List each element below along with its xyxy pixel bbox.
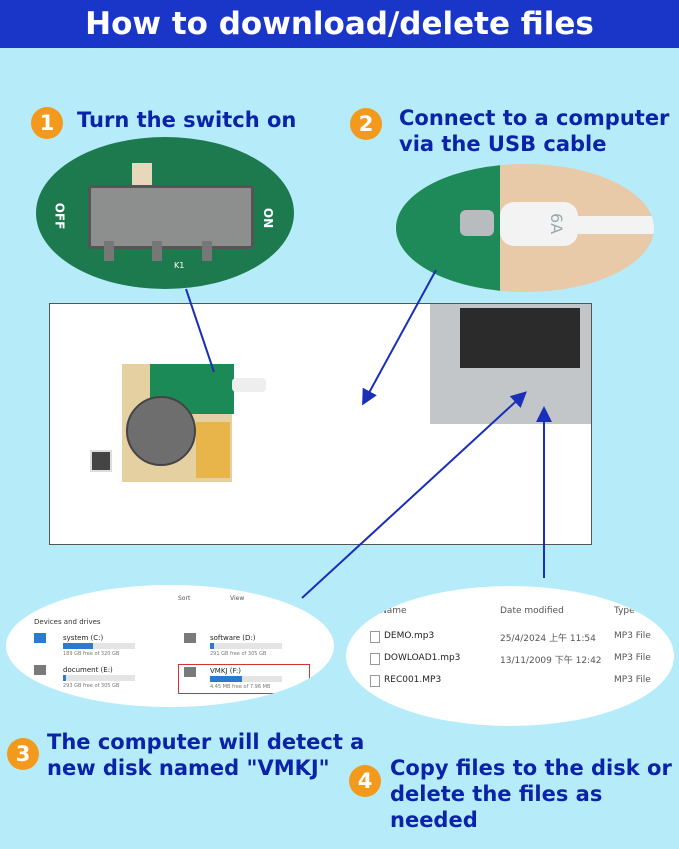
drive-d-name: software (D:) [210,634,256,642]
usb-amp-label: 6A [547,212,567,235]
drive-icon [34,665,46,675]
file-type: MP3 File [614,631,651,641]
file-name: DOWLOAD1.mp3 [384,653,461,663]
step-3-line2: new disk named "VMKJ" [47,756,330,780]
file-list-screenshot: Name Date modified Type DEMO.mp3 25/4/20… [346,586,674,726]
step-3-line1: The computer will detect a [47,730,365,754]
switch-pin [104,241,114,261]
drive-c-bar [63,643,135,649]
devices-section-label: Devices and drives [34,618,101,626]
switch-closeup-photo: OFF ON K1 [36,137,294,289]
type-column-header: Type [614,606,635,616]
step-3-badge: 3 [7,738,39,770]
speaker [126,396,196,466]
switch-knob [132,163,152,189]
file-name: DEMO.mp3 [384,631,435,641]
drive-f-free: 4.45 MB free of 7.96 MB [210,684,271,690]
page-title: How to download/delete files [0,0,679,48]
laptop-keyboard [460,308,580,368]
step-2-line1: Connect to a computer [399,106,670,130]
usb-cable [578,216,654,234]
step-4-text: Copy files to the disk or delete the fil… [390,755,679,833]
off-label: OFF [52,202,67,230]
step-3-text: The computer will detect a new disk name… [47,729,364,781]
drive-icon [184,667,196,677]
step-1-text: Turn the switch on [77,108,297,132]
file-type: MP3 File [614,675,651,685]
file-type: MP3 File [614,653,651,663]
mp3-file-icon [370,675,380,687]
drive-e-name: document (E:) [63,666,113,674]
drive-e-bar [63,675,135,681]
explorer-drives-screenshot: Sort View Devices and drives system (C:)… [6,585,334,707]
vmkj-highlight-box [178,664,310,694]
step-4-line1: Copy files to the disk or [390,756,672,780]
drive-d-free: 291 GB free of 305 GB [210,651,267,657]
drive-icon [184,633,196,643]
drive-c-name: system (C:) [63,634,104,642]
file-date: 25/4/2024 上午 11:54 [500,634,596,644]
step-4-line2: delete the files as needed [390,782,603,832]
drive-f-name: VMKJ (F:) [210,667,242,675]
sort-button: Sort [178,595,191,602]
date-column-header: Date modified [500,606,564,616]
mp3-file-icon [370,631,380,643]
drive-e-free: 293 GB free of 305 GB [63,683,120,689]
mp3-file-icon [370,653,380,665]
switch-pin [152,241,162,261]
view-button: View [230,595,245,602]
usb-plug [500,202,578,246]
switch-body [88,185,254,249]
product-photo [49,303,592,545]
drive-c-free: 189 GB free of 320 GB [63,651,120,657]
step-2-badge: 2 [350,108,382,140]
step-4-badge: 4 [349,765,381,797]
push-button [90,450,112,472]
drive-f-bar [210,676,282,682]
drive-icon [34,633,46,643]
usb-c-port [460,210,494,236]
name-column-header: Name [380,606,407,616]
switch-pin [202,241,212,261]
drive-d-bar [210,643,282,649]
k1-label: K1 [174,261,185,270]
file-name: REC001.MP3 [384,675,442,685]
on-label: ON [261,207,276,229]
step-1-badge: 1 [31,107,63,139]
usb-plug [232,378,266,392]
step-2-line2: via the USB cable [399,132,607,156]
file-date: 13/11/2009 下午 12:42 [500,656,602,666]
step-2-text: Connect to a computer via the USB cable [399,105,669,157]
battery [196,422,230,478]
usb-closeup-photo: 6A [396,164,654,292]
